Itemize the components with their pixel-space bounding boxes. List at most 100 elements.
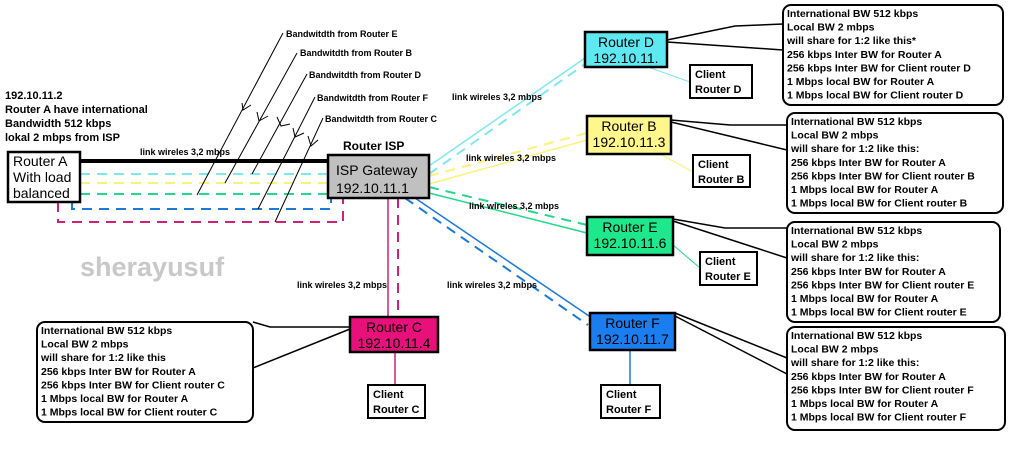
router-d-ip: 192.10.11. xyxy=(593,50,658,66)
callout-d xyxy=(666,41,784,51)
callout-c xyxy=(252,328,351,369)
client-box xyxy=(699,251,758,286)
client-label: Router D xyxy=(695,84,742,96)
client-box xyxy=(692,154,751,188)
info-line: 256 kbps Inter BW for Router A xyxy=(791,371,946,383)
router-f-ip: 192.10.11.7 xyxy=(596,331,669,347)
isp-name: ISP Gateway xyxy=(336,162,417,178)
callout-lines xyxy=(252,23,788,375)
info-box-frame xyxy=(786,326,1006,431)
info-line: 256 kbps Inter BW for Client router D xyxy=(787,62,971,74)
callout-e xyxy=(672,218,787,229)
info-box-frame xyxy=(786,112,1004,214)
router-a-label: balanced xyxy=(13,185,70,201)
arrow-c xyxy=(274,117,324,223)
link-label: link wireles 3,2 mbps xyxy=(140,147,230,157)
info-line: 1 Mbps local BW for Client router F xyxy=(791,412,967,424)
isp-box xyxy=(326,153,431,200)
callout-d xyxy=(666,23,784,41)
client-label: Client xyxy=(695,69,726,81)
link-label: link wireles 3,2 mbps xyxy=(452,92,542,102)
arrowhead-icon xyxy=(292,127,305,138)
router-f-name: Router F xyxy=(605,315,659,331)
router-e-ip: 192.10.11.6 xyxy=(594,235,667,251)
client-label: Client xyxy=(705,256,736,268)
info-line: Local BW 2 mbps xyxy=(41,339,129,351)
link-isp-b-dashed xyxy=(428,132,588,177)
info-line: will share for 1:2 like this: xyxy=(790,357,919,369)
router-a-box xyxy=(6,150,82,204)
info-line: 1 Mbps local BW for Router A xyxy=(791,293,939,305)
path-c xyxy=(57,198,344,223)
router-c-name: Router C xyxy=(366,319,422,335)
link-isp-f xyxy=(414,197,593,319)
router-f-box xyxy=(588,311,677,352)
router-b-name: Router B xyxy=(601,118,656,134)
router-a-label: Router A xyxy=(13,153,68,169)
link-label: link wireles 3,2 mbps xyxy=(466,153,556,163)
client-label: Router E xyxy=(705,271,751,283)
link-isp-d-dashed xyxy=(428,63,586,175)
arrowhead-icon xyxy=(276,116,291,127)
isp-caption: Router ISP xyxy=(343,139,404,153)
info-line: 256 kbps Inter BW for Router A xyxy=(41,366,196,378)
client-label: Client xyxy=(373,389,404,401)
client-label: Router B xyxy=(698,174,745,186)
info-box-frame xyxy=(782,4,1004,106)
arrow-f xyxy=(257,96,316,210)
note-line: 192.10.11.2 xyxy=(5,90,63,102)
router-e-box xyxy=(585,215,675,257)
bandwidth-label-e: Bandwitdth from Router E xyxy=(286,29,398,39)
isp-ip: 192.10.11.1 xyxy=(336,180,409,196)
info-line: will share for 1:2 like this: xyxy=(790,143,919,155)
link-isp-e xyxy=(428,192,588,234)
info-line: Local BW 2 mbps xyxy=(787,22,875,34)
callout-e xyxy=(672,220,788,259)
link-isp-d xyxy=(428,57,586,167)
path-f xyxy=(71,198,332,210)
link-isp-f-dashed xyxy=(404,197,589,326)
client-label: Router C xyxy=(373,404,420,416)
info-line: International BW 512 kbps xyxy=(791,330,922,342)
info-line: will share for 1:2 like this xyxy=(40,352,166,364)
info-line: 256 kbps Inter BW for Client router E xyxy=(791,279,974,291)
watermark: sherayusuf xyxy=(80,252,225,282)
client-label: Client xyxy=(698,159,729,171)
arrowhead-icon xyxy=(241,102,252,111)
arrow-e xyxy=(196,32,284,196)
info-line: Local BW 2 mbps xyxy=(791,130,879,142)
info-line: 256 kbps Inter BW for Router A xyxy=(791,157,946,169)
info-line: will share for 1:2 like this: xyxy=(790,252,919,264)
router-a-node[interactable]: Router A With load balanced xyxy=(6,150,82,204)
router-c-ip: 192.10.11.4 xyxy=(358,335,431,351)
info-line: 256 kbps Inter BW for Client router C xyxy=(41,379,225,391)
client-box xyxy=(689,64,753,99)
info-line: 1 Mbps local BW for Router A xyxy=(787,76,935,88)
router-d-box xyxy=(583,30,669,69)
info-line: International BW 512 kbps xyxy=(791,116,922,128)
info-line: 256 kbps Inter BW for Router A xyxy=(791,266,946,278)
isp-gateway-node[interactable]: ISP Gateway 192.10.11.1 xyxy=(326,153,431,200)
link-label: link wireles 3,2 mbps xyxy=(469,201,559,211)
bandwidth-label-b: Bandwitdth from Router B xyxy=(300,48,412,58)
bandwidth-label-f: Bandwitdth from Router F xyxy=(317,93,428,103)
note-line: Bandwidth 512 kbps xyxy=(5,118,111,130)
bandwidth-label-d: Bandwitdth from Router D xyxy=(309,70,421,80)
info-box-frame xyxy=(786,221,1001,323)
